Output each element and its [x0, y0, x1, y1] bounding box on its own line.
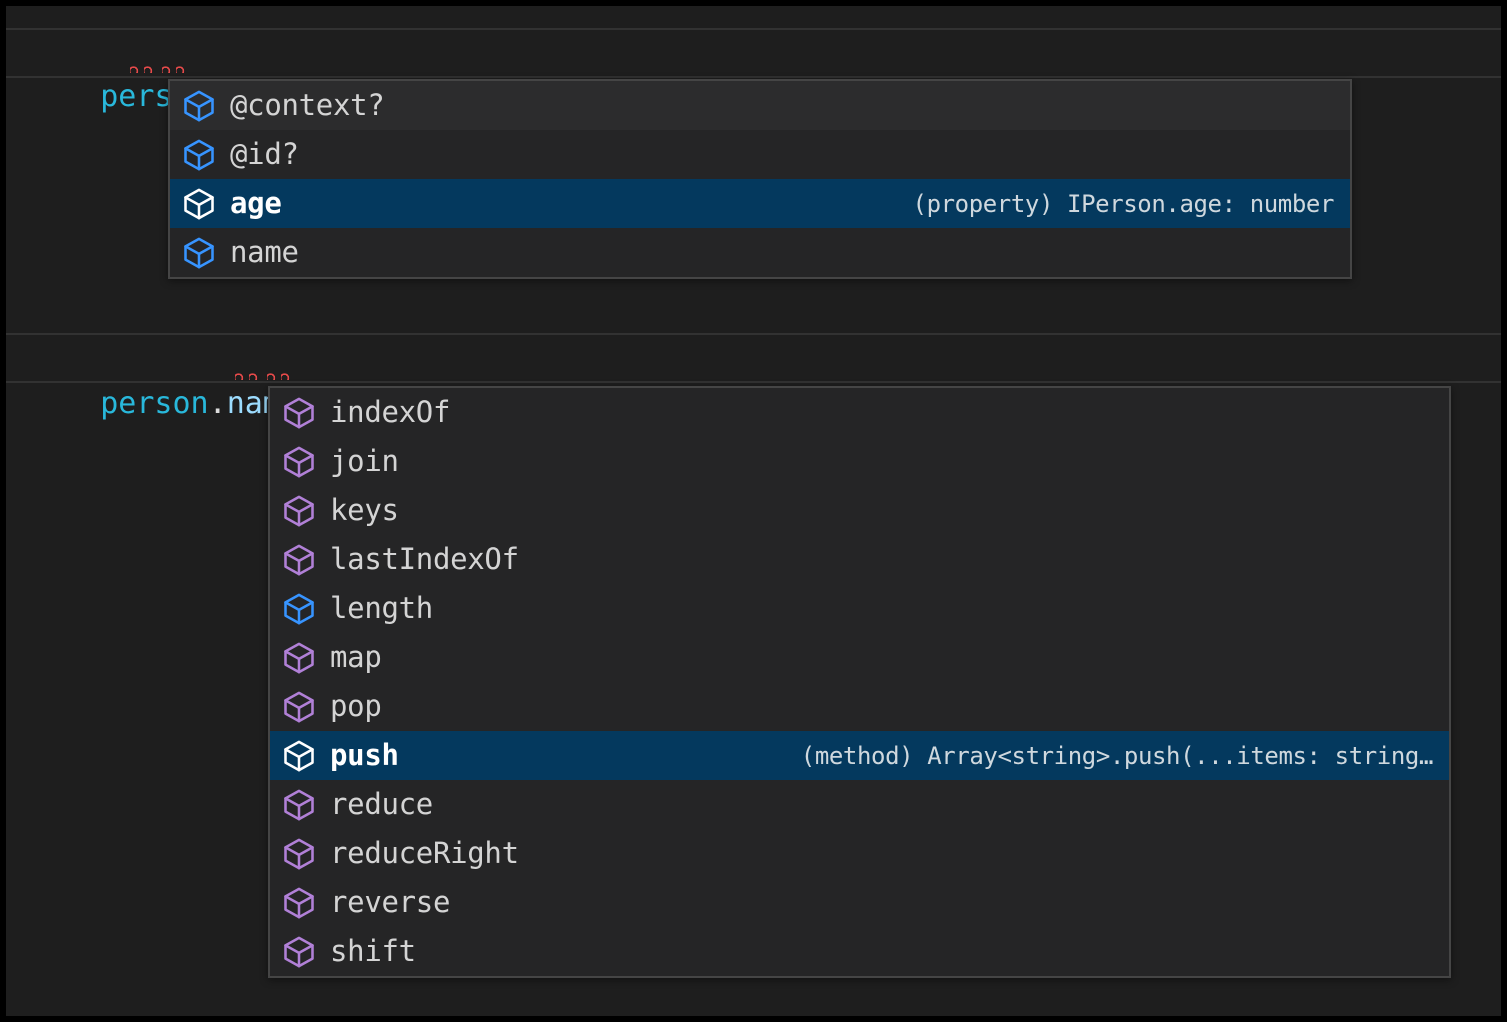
error-squiggle [267, 371, 293, 380]
suggest-item[interactable]: @id? [170, 130, 1350, 179]
suggest-widget-array-members[interactable]: indexOf join keys lastIndexOf length map pop pu… [268, 386, 1451, 978]
suggest-item[interactable]: @context? [170, 81, 1350, 130]
suggest-item[interactable]: reduceRight [270, 829, 1449, 878]
method-cube-icon [280, 394, 318, 432]
suggest-item-label: push [330, 738, 399, 772]
method-cube-icon [280, 884, 318, 922]
suggest-item[interactable]: length [270, 584, 1449, 633]
method-cube-icon [280, 688, 318, 726]
code-line-1[interactable]: person.; [6, 28, 1501, 114]
suggest-item-label: map [330, 640, 382, 674]
code-token-identifier: person [100, 386, 209, 421]
suggest-item-label: pop [330, 689, 382, 723]
suggest-item[interactable]: keys [270, 486, 1449, 535]
method-cube-icon [280, 737, 318, 775]
property-cube-icon [180, 136, 218, 174]
suggest-item[interactable]: join [270, 437, 1449, 486]
method-cube-icon [280, 639, 318, 677]
suggest-item[interactable]: shift [270, 927, 1449, 976]
editor-separator [6, 333, 1501, 335]
suggest-item-label: reduce [330, 787, 433, 821]
method-cube-icon [280, 492, 318, 530]
editor-separator [6, 381, 1501, 383]
error-squiggle [235, 371, 261, 380]
suggest-item-label: @id? [230, 137, 299, 171]
suggest-item-label: join [330, 444, 399, 478]
suggest-item-label: name [230, 235, 299, 269]
error-squiggle [162, 64, 188, 73]
suggest-item[interactable]: reduce [270, 780, 1449, 829]
suggest-item-label: keys [330, 493, 399, 527]
editor-separator [6, 28, 1501, 30]
suggest-item[interactable]: age (property) IPerson.age: number [170, 179, 1350, 228]
method-cube-icon [280, 786, 318, 824]
method-cube-icon [280, 541, 318, 579]
suggest-item[interactable]: name [170, 228, 1350, 277]
suggest-item-label: reduceRight [330, 836, 519, 870]
suggest-widget-properties[interactable]: @context? @id? age (property) IPerson.age: … [168, 79, 1352, 279]
suggest-item[interactable]: reverse [270, 878, 1449, 927]
property-cube-icon [180, 234, 218, 272]
suggest-item[interactable]: pop [270, 682, 1449, 731]
suggest-item-label: shift [330, 934, 416, 968]
suggest-item[interactable]: indexOf [270, 388, 1449, 437]
method-cube-icon [280, 933, 318, 971]
suggest-item-label: @context? [230, 88, 385, 122]
property-cube-icon [280, 590, 318, 628]
code-line-2[interactable]: person.name.; [6, 335, 1501, 421]
method-cube-icon [280, 443, 318, 481]
property-cube-icon [180, 185, 218, 223]
suggest-item[interactable]: map [270, 633, 1449, 682]
suggest-item-label: indexOf [330, 395, 451, 429]
editor-separator [6, 76, 1501, 78]
suggest-item[interactable]: lastIndexOf [270, 535, 1449, 584]
error-squiggle [130, 64, 156, 73]
suggest-item-label: age [230, 186, 282, 220]
suggest-item-detail: (method) Array<string>.push(...items: st… [800, 741, 1433, 770]
suggest-item-label: lastIndexOf [330, 542, 519, 576]
property-cube-icon [180, 87, 218, 125]
code-token-dot: . [208, 386, 227, 421]
suggest-item[interactable]: push (method) Array<string>.push(...items… [270, 731, 1449, 780]
suggest-item-label: reverse [330, 885, 451, 919]
suggest-item-label: length [330, 591, 433, 625]
suggest-item-detail: (property) IPerson.age: number [912, 189, 1334, 218]
method-cube-icon [280, 835, 318, 873]
